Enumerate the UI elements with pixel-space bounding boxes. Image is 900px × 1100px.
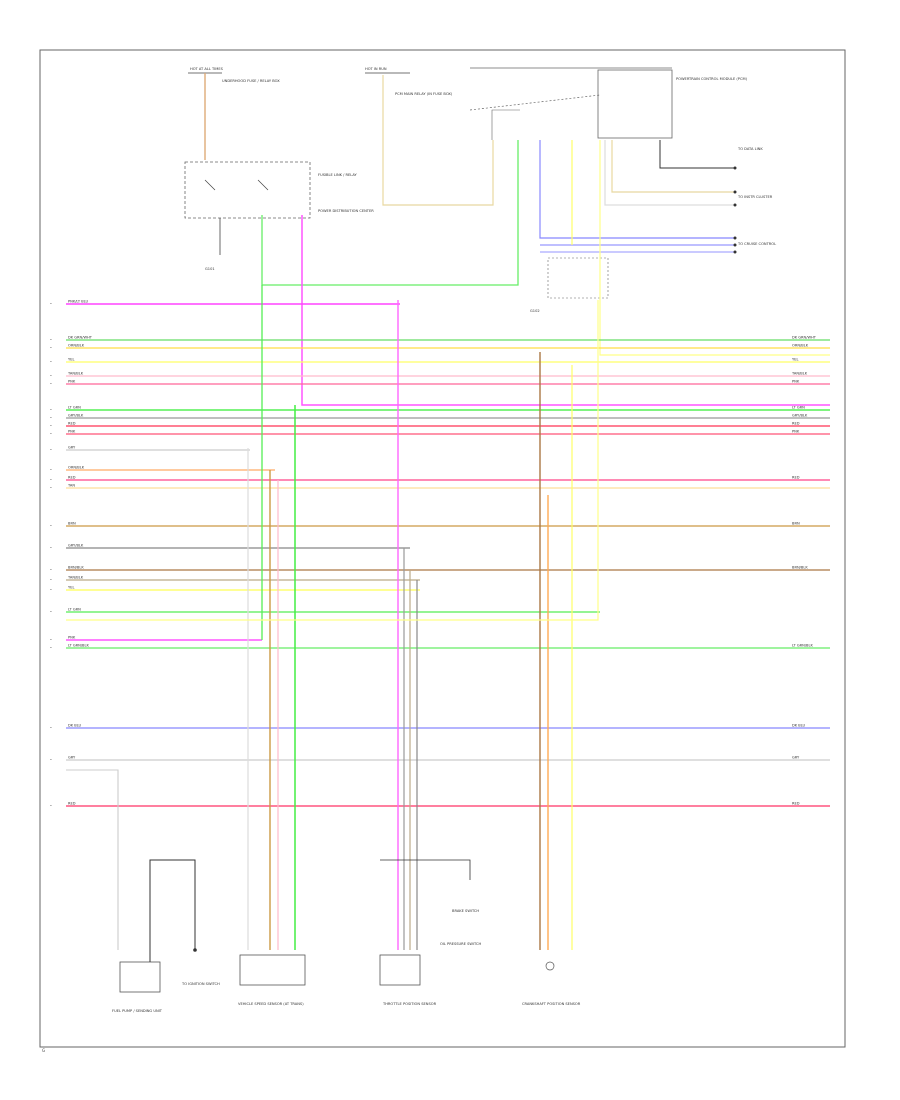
wire-label-left: RED — [68, 476, 76, 480]
pcm-power: HOT IN RUN PCM MAIN RELAY (IN FUSE BOX) … — [365, 67, 748, 206]
tps-label: THROTTLE POSITION SENSOR — [382, 1002, 437, 1006]
wire-label-left: RED — [68, 422, 76, 426]
wire-label-left: BRN — [68, 522, 76, 526]
wire-label-left: GRY/BLK — [68, 414, 84, 418]
connector-pin: • — [50, 804, 52, 808]
connector-pin: • — [50, 468, 52, 472]
connector-pin: • — [50, 408, 52, 412]
connector-pin: • — [50, 416, 52, 420]
ecm-desc: POWERTRAIN CONTROL MODULE (PCM) — [676, 77, 748, 81]
connector-pin: • — [50, 424, 52, 428]
relay-box-desc: POWER DISTRIBUTION CENTER — [318, 209, 374, 213]
wire-label-right: ORN/BLK — [792, 344, 809, 348]
wire-label-left: GRY/BLK — [68, 544, 84, 548]
connector-pin: • — [50, 338, 52, 342]
output-instr-cluster: TO INSTR CLUSTER — [737, 195, 773, 199]
harness-lines: • PNK/LT BLU • DK GRN/WHT DK GRN/WHT • ORN/BLK… — [50, 300, 830, 808]
wire-label-right: YEL — [792, 358, 798, 362]
wire-label-right: GRY/BLK — [792, 414, 808, 418]
wire-label-left: YEL — [68, 358, 74, 362]
wire-label-left: PNK/LT BLU — [68, 300, 89, 304]
wire-label-right: DK GRN/WHT — [792, 336, 817, 340]
wire-label-left: TAN — [67, 484, 75, 488]
wire-label-left: RED — [68, 802, 76, 806]
output-cruise: TO CRUISE CONTROL — [737, 242, 776, 246]
crank-sensor: CRANKSHAFT POSITION SENSOR — [522, 961, 581, 1006]
wire-label-right: BRN — [792, 522, 800, 526]
vss-sensor: VEHICLE SPEED SENSOR (AT TRANS) — [238, 954, 306, 1006]
wire-label-right: TAN/BLK — [791, 372, 808, 376]
connector-pin: • — [50, 360, 52, 364]
connector-pin: • — [50, 758, 52, 762]
connector-pin: • — [50, 448, 52, 452]
ignition-label: TO IGNITION SWITCH — [181, 982, 220, 986]
wire-label-left: LT GRN — [68, 608, 81, 612]
wire-label-right: DK BLU — [792, 724, 806, 728]
wire-label-left: TAN/BLK — [67, 576, 84, 580]
diagram-frame — [39, 49, 846, 1048]
connector-pin: • — [50, 486, 52, 490]
connector-pin: • — [50, 610, 52, 614]
wire-label-right: LT GRN/BLK — [792, 644, 813, 648]
oil-switch-label: OIL PRESSURE SWITCH — [440, 942, 481, 946]
connector-pin: • — [50, 568, 52, 572]
pcm-power-desc: PCM MAIN RELAY (IN FUSE BOX) — [395, 92, 453, 96]
vss-label: VEHICLE SPEED SENSOR (AT TRANS) — [238, 1002, 304, 1006]
wire-label-right: RED — [792, 802, 800, 806]
connector-pin: • — [50, 726, 52, 730]
fuse-box: HOT AT ALL TIMES UNDERHOOD FUSE / RELAY … — [184, 67, 374, 271]
connector-pin: • — [50, 588, 52, 592]
wire-label-left: BRN/BLK — [68, 566, 84, 570]
connector-pin: • — [50, 546, 52, 550]
connector-pin: • — [50, 478, 52, 482]
top-right-outputs: TO DATA LINK TO INSTR CLUSTER TO CRUISE … — [530, 140, 776, 313]
tps-sensor: THROTTLE POSITION SENSOR OIL PRESSURE SW… — [379, 859, 481, 1006]
brake-switch-label: BRAKE SWITCH — [452, 909, 479, 913]
wire-label-left: PNK — [68, 430, 76, 434]
output-data-link: TO DATA LINK — [737, 147, 763, 151]
connector-pin: • — [50, 382, 52, 386]
fuel-pump: FUEL PUMP / SENDING UNIT TO IGNITION SWI… — [112, 859, 220, 1013]
fuel-pump-label: FUEL PUMP / SENDING UNIT — [112, 1009, 163, 1013]
wire-label-left: GRY — [68, 446, 76, 450]
wire-label-right: BRN/BLK — [792, 566, 808, 570]
ground-g1: G101 — [205, 267, 215, 271]
wire-label-left: ORN/BLK — [68, 466, 85, 470]
wire-label-right: RED — [792, 422, 800, 426]
connector-pin: • — [50, 432, 52, 436]
pcm-power-label: HOT IN RUN — [365, 67, 387, 71]
wire-label-right: RED — [792, 476, 800, 480]
wire-label-right: PNK — [792, 430, 800, 434]
connector-pin: • — [50, 646, 52, 650]
ground-g2: G102 — [530, 309, 540, 313]
wire-label-left: DK BLU — [68, 724, 82, 728]
connector-pin: • — [50, 302, 52, 306]
fuse-box-desc: UNDERHOOD FUSE / RELAY BOX — [222, 79, 280, 83]
connector-pin: • — [50, 578, 52, 582]
crank-label: CRANKSHAFT POSITION SENSOR — [522, 1002, 581, 1006]
connector-pin: • — [50, 374, 52, 378]
wire-label-left: PNK — [68, 380, 76, 384]
corner-id: G — [42, 1048, 45, 1053]
wire-label-left: TAN/BLK — [67, 372, 84, 376]
wire-label-right: GRY — [792, 756, 800, 760]
wire-label-left: YEL — [68, 586, 74, 590]
wire-label-left: PNK — [68, 636, 76, 640]
fuse-box-label: HOT AT ALL TIMES — [190, 67, 224, 71]
connector-pin: • — [50, 346, 52, 350]
wire-label-left: DK GRN/WHT — [68, 336, 93, 340]
wire-label-left: ORN/BLK — [68, 344, 85, 348]
wire-label-left: GRY — [68, 756, 76, 760]
relay-box-label: FUSIBLE LINK / RELAY — [318, 173, 358, 177]
wire-label-right: PNK — [792, 380, 800, 384]
connector-pin: • — [50, 638, 52, 642]
connector-pin: • — [50, 524, 52, 528]
wire-label-right: LT GRN — [792, 406, 805, 410]
wire-label-left: LT GRN/BLK — [68, 644, 89, 648]
wire-label-left: LT GRN — [68, 406, 81, 410]
